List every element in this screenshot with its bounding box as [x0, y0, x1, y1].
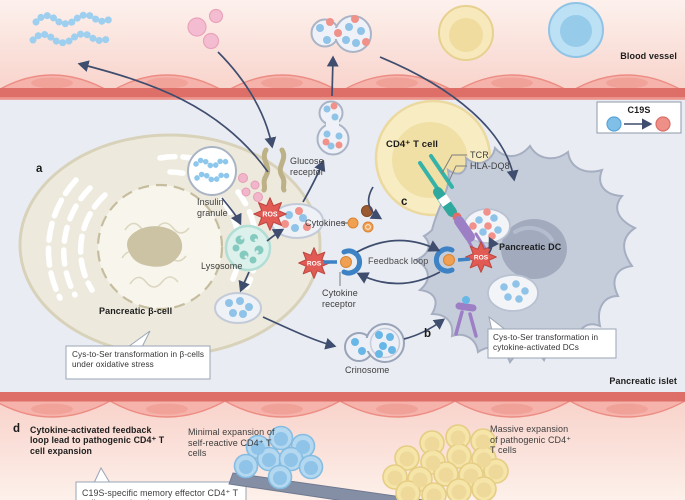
- cytokine-receptor-label: Cytokine receptor: [322, 288, 358, 309]
- c19s-legend-title: C19S: [627, 105, 651, 115]
- crinosome-in-vessel: [310, 15, 372, 53]
- massive-expansion-label: Massive expansion of pathogenic CD4⁺ T c…: [490, 424, 572, 456]
- panel-a-label: a: [36, 163, 43, 175]
- callout-beta-box: [65, 330, 211, 380]
- ros-text-1: ROS: [262, 212, 278, 219]
- callout-dc-box: [487, 315, 617, 359]
- lysosome-label: Lysosome: [201, 261, 243, 271]
- cytokine-receptor-right-icon: [433, 246, 471, 274]
- dc-vesicle-blue: [487, 274, 539, 312]
- vessel-wall-bottom: [0, 392, 685, 402]
- c19s-legend-box: [596, 101, 682, 134]
- crinosome-icon: [344, 323, 405, 363]
- hla-dq8-label: HLA-DQ8: [470, 161, 510, 171]
- glucose-receptor-label: Glucose receptor: [290, 156, 324, 177]
- glucose-molecules: [187, 8, 224, 50]
- feedback-loop-label: Feedback loop: [368, 256, 429, 266]
- insulin-granule-label: Insulin granule: [197, 197, 228, 218]
- b-cell-in-vessel-nucleus: [560, 15, 592, 47]
- pancreatic-dc-label: Pancreatic DC: [499, 242, 562, 252]
- c19s-cys-ball: [606, 116, 622, 132]
- insulin-granule-icon: [187, 146, 237, 196]
- minimal-expansion-label: Minimal expansion of self-reactive CD4⁺ …: [188, 427, 275, 459]
- callout-beta-text: Cys-to-Ser transformation in β-cells und…: [72, 350, 205, 369]
- self-reactive-t-cell-cluster: [233, 425, 324, 490]
- cd4-t-cell-label: CD4⁺ T cell: [386, 139, 439, 150]
- pancreatic-islet-label: Pancreatic islet: [609, 376, 677, 386]
- ros-text-3: ROS: [474, 255, 489, 262]
- panel-d-heading: Cytokine-activated feedback loop lead to…: [30, 425, 165, 456]
- callout-dc-text: Cys-to-Ser transformation in cytokine-ac…: [493, 333, 599, 352]
- pancreatic-dc-shape: [413, 144, 638, 365]
- c19s-ser-ball: [655, 116, 671, 132]
- callout-d-box: [75, 466, 247, 500]
- crinosome-exiting: [316, 100, 350, 156]
- vessel-wall-top: [0, 88, 685, 98]
- pancreatic-beta-cell-label: Pancreatic β-cell: [99, 306, 173, 316]
- feedback-loop-arrows: [356, 239, 441, 285]
- insulin-peptide-chains: [29, 11, 114, 47]
- flow-arrows: [77, 51, 519, 350]
- crinosome-label: Crinosome: [345, 365, 390, 375]
- dc-nucleus: [501, 219, 567, 279]
- panel-c-label: c: [401, 196, 408, 208]
- tcr-label: TCR: [470, 150, 489, 160]
- ros-text-2: ROS: [307, 261, 322, 268]
- hla-receptor-bottom-icon: [454, 296, 478, 338]
- glucose-dots-in-cell: [238, 173, 263, 202]
- lysosome-icon: [224, 224, 272, 272]
- nucleolus: [127, 226, 183, 267]
- t-cell-in-vessel-nucleus: [449, 18, 483, 52]
- blood-vessel-label: Blood vessel: [620, 51, 677, 61]
- panel-d-label: d: [13, 423, 21, 435]
- panel-d-callout-text: C19S-specific memory effector CD4⁺ T cel…: [82, 488, 238, 500]
- cytokine-receptor-left-icon: [324, 248, 363, 286]
- glucose-receptor-icon: [261, 147, 287, 193]
- cytokines-label: Cytokines: [305, 218, 346, 228]
- pathogenic-t-cell-cluster: [382, 424, 509, 500]
- vesicle-blue-cargo: [214, 292, 262, 324]
- panel-b-label: b: [424, 328, 432, 340]
- cytokines-icon: [341, 205, 374, 233]
